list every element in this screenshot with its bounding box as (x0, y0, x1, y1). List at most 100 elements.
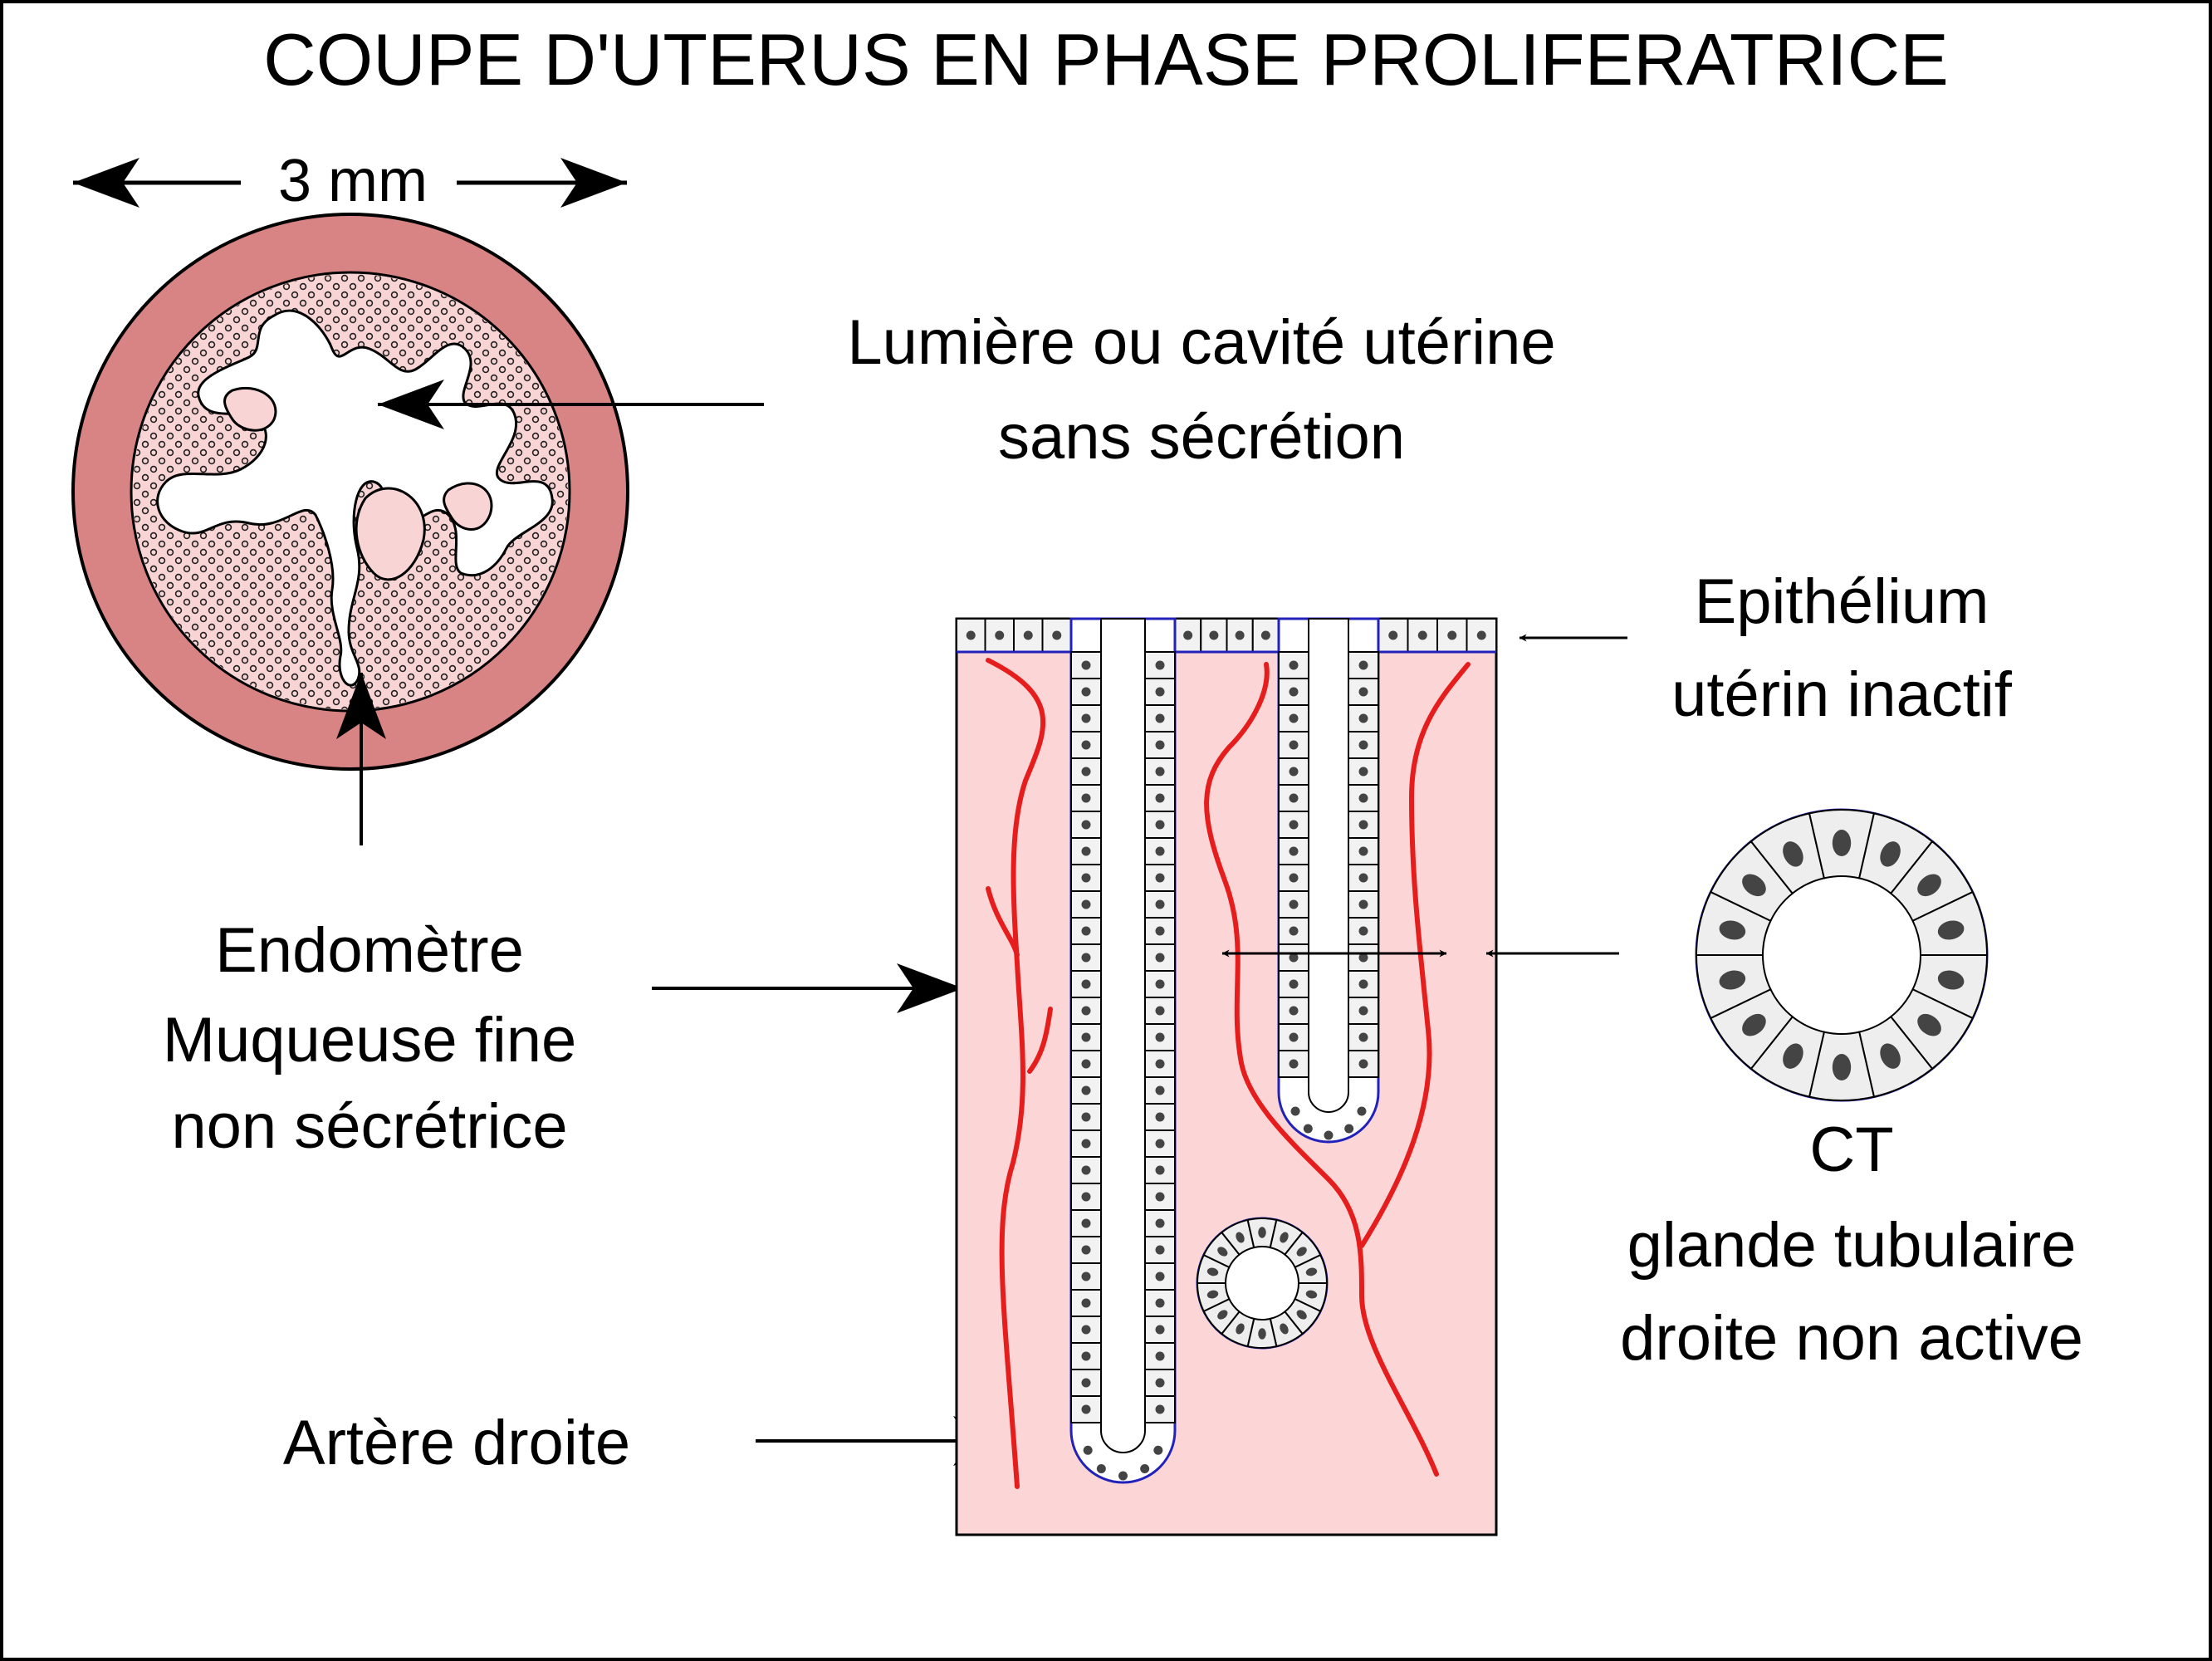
cell-nucleus (1081, 846, 1091, 856)
cell-nucleus (1289, 740, 1299, 750)
cell-nucleus (1235, 630, 1245, 640)
cell-nucleus (1917, 874, 1941, 897)
epithelial-cell (1144, 970, 1176, 998)
cell-nucleus (1081, 1404, 1091, 1414)
endometrium-label-1: Endomètre (215, 915, 524, 986)
cell-nucleus (1153, 1445, 1163, 1455)
cell-nucleus (1476, 630, 1486, 640)
endometrial-fold-b (443, 482, 493, 531)
uterus-cross-section (71, 213, 629, 771)
endometrial-fold (355, 487, 426, 581)
cell-nucleus (1289, 899, 1299, 909)
cell-nucleus (1155, 1139, 1165, 1149)
cell-nucleus (1289, 873, 1299, 883)
cell-nucleus (1081, 926, 1091, 936)
cell-nucleus (1937, 920, 1965, 940)
epithelial-cell (1348, 1050, 1379, 1078)
cell-nucleus (1289, 793, 1299, 803)
cell-nucleus (1155, 820, 1165, 830)
cell-nucleus (1344, 1124, 1354, 1134)
cell-nucleus (1155, 1404, 1165, 1414)
cell-nucleus (1417, 630, 1427, 640)
cell-nucleus (1081, 1218, 1091, 1228)
cell-nucleus (995, 630, 1005, 640)
cell-nucleus (1155, 793, 1165, 803)
cell-nucleus (1832, 830, 1852, 856)
cell-nucleus (1206, 1267, 1219, 1276)
cell-nucleus (1880, 1043, 1901, 1069)
epithelial-cell (1070, 970, 1102, 998)
cell-nucleus (1155, 1165, 1165, 1175)
cell-nucleus (1206, 1290, 1219, 1299)
cell-nucleus (1155, 1298, 1165, 1308)
cell-nucleus (1183, 630, 1193, 640)
ct-gland-small (1196, 1217, 1329, 1350)
epithelium-label-2: utérin inactif (1671, 659, 2013, 730)
epithelium-label-1: Epithélium (1695, 566, 1989, 637)
cell-nucleus (1081, 793, 1091, 803)
cell-nucleus (1388, 630, 1398, 640)
cell-nucleus (1280, 1232, 1289, 1243)
cell-nucleus (1289, 1006, 1299, 1016)
cell-nucleus (1155, 713, 1165, 723)
cell-nucleus (1155, 1218, 1165, 1228)
lumen-label-1: Lumière ou cavité utérine (847, 307, 1555, 378)
cell-nucleus (1096, 1464, 1106, 1474)
cell-nucleus (1081, 1325, 1091, 1335)
cell-nucleus (1081, 1006, 1091, 1016)
cell-nucleus (1358, 979, 1368, 989)
endometrium-block (955, 617, 1498, 1536)
cell-nucleus (1081, 979, 1091, 989)
cell-nucleus (1081, 820, 1091, 830)
arteries (986, 658, 1471, 1489)
artery-3 (1359, 662, 1471, 1248)
cell-nucleus (1289, 767, 1299, 777)
cell-nucleus (1023, 630, 1033, 640)
page-title: COUPE D'UTERUS EN PHASE PROLIFERATRICE (263, 18, 1949, 100)
cell-nucleus (1357, 1106, 1367, 1116)
cell-nucleus (1155, 1271, 1165, 1281)
cell-nucleus (1081, 1165, 1091, 1175)
gland-lumen (1100, 618, 1146, 1453)
cell-nucleus (1155, 1192, 1165, 1202)
cell-nucleus (1742, 1013, 1766, 1036)
cell-nucleus (1081, 1112, 1091, 1122)
artery-label: Artère droite (283, 1408, 630, 1478)
cell-nucleus (1081, 1298, 1091, 1308)
cell-nucleus (1260, 630, 1270, 640)
cell-nucleus (1289, 1059, 1299, 1069)
cell-nucleus (1155, 899, 1165, 909)
cell-nucleus (1083, 1445, 1093, 1455)
cell-nucleus (1719, 970, 1746, 990)
cell-nucleus (1289, 1032, 1299, 1042)
cell-nucleus (1742, 874, 1766, 897)
cell-nucleus (1290, 1106, 1300, 1116)
cell-nucleus (1081, 1192, 1091, 1202)
gland-2 (1277, 617, 1380, 1144)
cell-nucleus (1081, 740, 1091, 750)
epithelial-cell (1041, 618, 1072, 653)
cell-nucleus (1236, 1232, 1245, 1243)
cell-nucleus (1258, 1328, 1266, 1340)
cell-nucleus (1305, 1267, 1318, 1276)
cell-nucleus (1155, 953, 1165, 963)
cell-nucleus (1358, 926, 1368, 936)
cell-nucleus (1217, 1310, 1228, 1320)
cell-nucleus (1358, 713, 1368, 723)
scale-label: 3 mm (278, 148, 428, 214)
cell-nucleus (1155, 660, 1165, 670)
cell-nucleus (1358, 793, 1368, 803)
endometrial-fold-c (223, 386, 277, 432)
cell-nucleus (1155, 979, 1165, 989)
cell-nucleus (1081, 713, 1091, 723)
cell-nucleus (1289, 979, 1299, 989)
cell-nucleus (966, 630, 976, 640)
cell-nucleus (1155, 1006, 1165, 1016)
cell-nucleus (1289, 713, 1299, 723)
artery-1 (986, 658, 1046, 1489)
gland-lumen (1308, 618, 1349, 1113)
cell-nucleus (1832, 1054, 1852, 1080)
cell-nucleus (1081, 1085, 1091, 1095)
cell-nucleus (1447, 630, 1457, 640)
